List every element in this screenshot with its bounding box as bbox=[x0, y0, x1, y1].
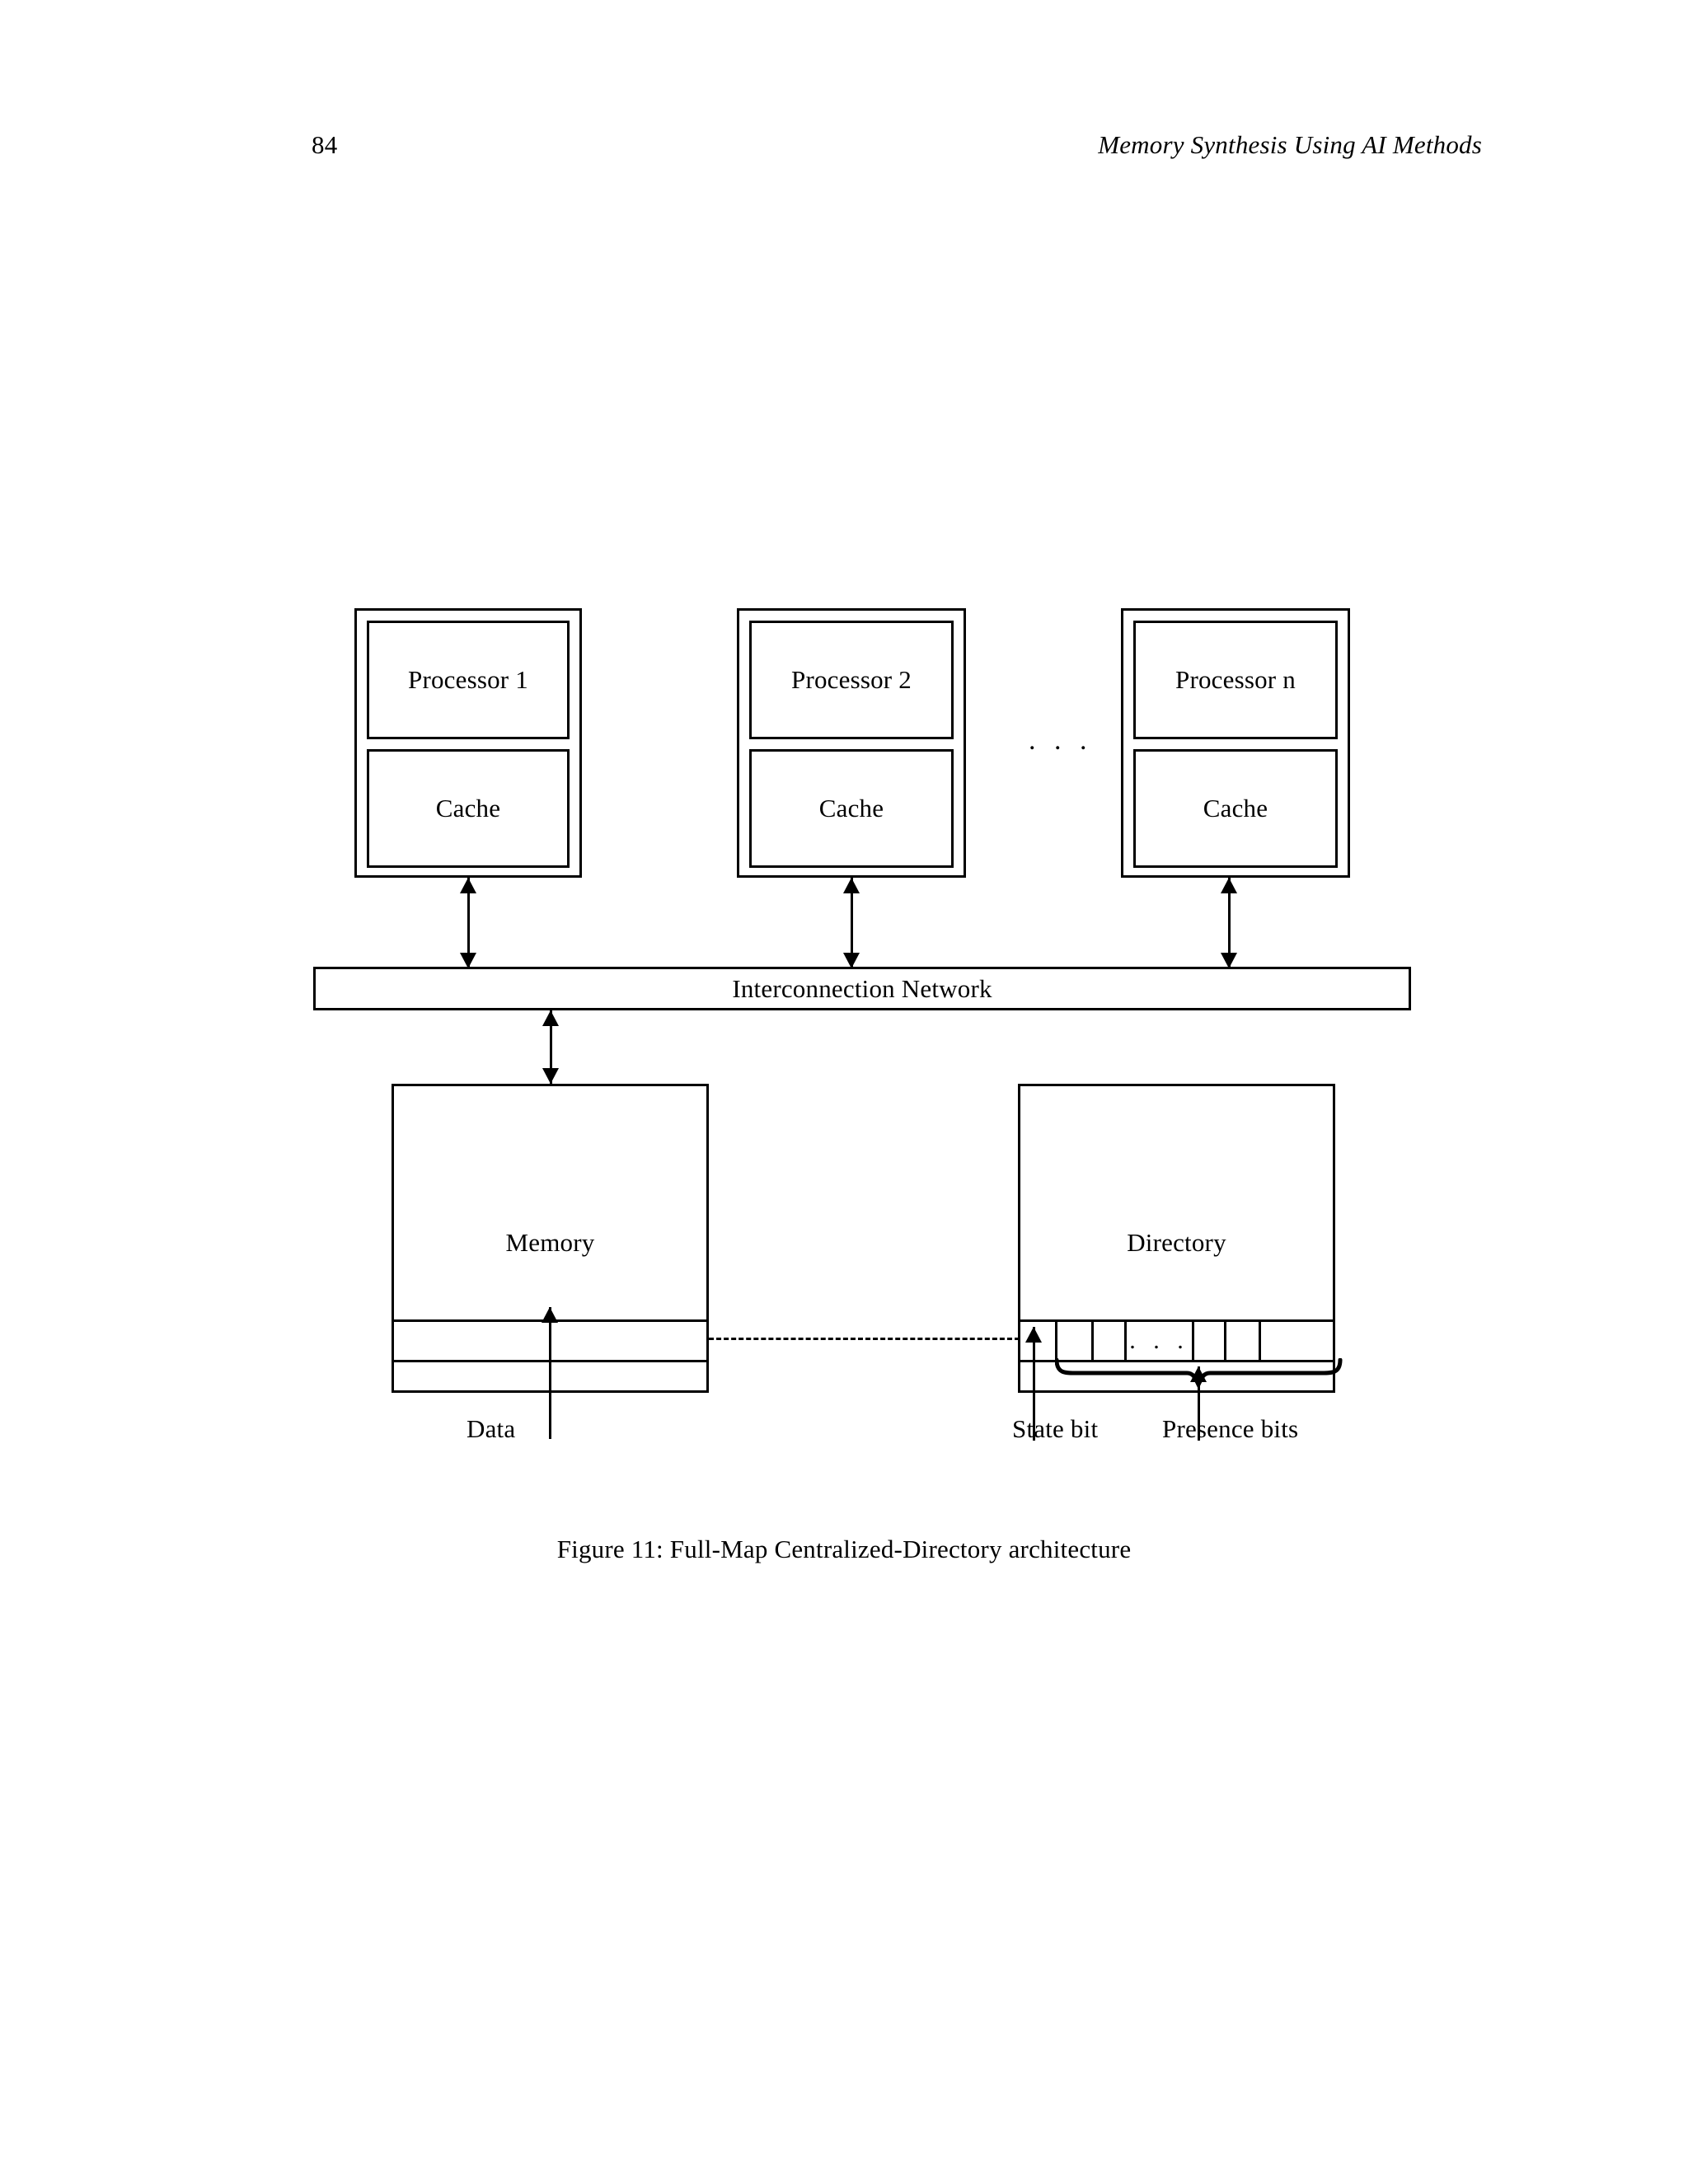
cache-box-2: Cache bbox=[749, 749, 954, 868]
connector-node2-bus bbox=[851, 878, 853, 968]
arrowhead-node2-up bbox=[843, 878, 860, 893]
cache-label-2: Cache bbox=[818, 794, 884, 823]
presence-bits-label: Presence bits bbox=[1162, 1414, 1299, 1443]
arrowhead-node1-down bbox=[460, 953, 476, 968]
page-number: 84 bbox=[312, 130, 338, 159]
presence-bit-cell-5 bbox=[1261, 1322, 1333, 1360]
leader-line-state-bit bbox=[1033, 1327, 1035, 1441]
running-head: 84 Memory Synthesis Using AI Methods bbox=[312, 130, 1482, 166]
presence-bits-ellipsis: . . . bbox=[1129, 1327, 1189, 1354]
node-group-n: Processor n Cache bbox=[1121, 608, 1350, 878]
arrowhead-presence-bits bbox=[1190, 1366, 1207, 1382]
memory-directory-dashed-link bbox=[709, 1338, 1020, 1340]
arrowhead-noden-down bbox=[1221, 953, 1237, 968]
processor-box-n: Processor n bbox=[1133, 621, 1338, 739]
arrowhead-data bbox=[542, 1307, 558, 1323]
arrowhead-noden-up bbox=[1221, 878, 1237, 893]
directory-title: Directory bbox=[1127, 1228, 1226, 1257]
leader-line-presence-bits bbox=[1198, 1366, 1200, 1441]
processor-label-1: Processor 1 bbox=[408, 665, 528, 694]
directory-box: Directory . . . bbox=[1018, 1084, 1335, 1393]
leader-line-data bbox=[549, 1307, 551, 1439]
processor-box-1: Processor 1 bbox=[367, 621, 570, 739]
arrowhead-bus-memory-down bbox=[542, 1068, 559, 1084]
directory-divider-top bbox=[1020, 1319, 1333, 1322]
node-group-2: Processor 2 Cache bbox=[737, 608, 966, 878]
figure-caption: Figure 11: Full-Map Centralized-Director… bbox=[556, 1535, 1132, 1563]
arrowhead-bus-memory-up bbox=[542, 1010, 559, 1026]
running-title: Memory Synthesis Using AI Methods bbox=[1098, 130, 1482, 159]
processor-label-2: Processor 2 bbox=[791, 665, 912, 694]
cache-box-1: Cache bbox=[367, 749, 570, 868]
state-bit-label: State bit bbox=[1012, 1414, 1099, 1443]
cache-label-1: Cache bbox=[435, 794, 501, 823]
directory-divider-bottom bbox=[1020, 1360, 1333, 1362]
cache-label-n: Cache bbox=[1203, 794, 1268, 823]
node-ellipsis: . . . bbox=[1029, 725, 1093, 756]
presence-bit-cell-2 bbox=[1094, 1322, 1127, 1360]
arrowhead-node1-up bbox=[460, 878, 476, 893]
presence-bit-cell-3 bbox=[1194, 1322, 1226, 1360]
processor-label-n: Processor n bbox=[1175, 665, 1296, 694]
directory-bit-cells: . . . bbox=[1020, 1322, 1333, 1360]
processor-box-2: Processor 2 bbox=[749, 621, 954, 739]
connector-node1-bus bbox=[467, 878, 470, 968]
arrowhead-state-bit bbox=[1025, 1327, 1042, 1343]
interconnection-network-bar: Interconnection Network bbox=[313, 967, 1411, 1010]
connector-bus-memory bbox=[550, 1010, 552, 1084]
presence-bit-cell-1 bbox=[1057, 1322, 1094, 1360]
memory-title: Memory bbox=[505, 1228, 595, 1257]
node-group-1: Processor 1 Cache bbox=[354, 608, 582, 878]
state-bit-cell bbox=[1020, 1322, 1057, 1360]
interconnection-network-label: Interconnection Network bbox=[732, 973, 992, 1003]
cache-box-n: Cache bbox=[1133, 749, 1338, 868]
data-label: Data bbox=[467, 1414, 516, 1443]
presence-bit-cell-ellipsis: . . . bbox=[1127, 1322, 1194, 1360]
arrowhead-node2-down bbox=[843, 953, 860, 968]
presence-bit-cell-4 bbox=[1226, 1322, 1261, 1360]
connector-noden-bus bbox=[1228, 878, 1231, 968]
